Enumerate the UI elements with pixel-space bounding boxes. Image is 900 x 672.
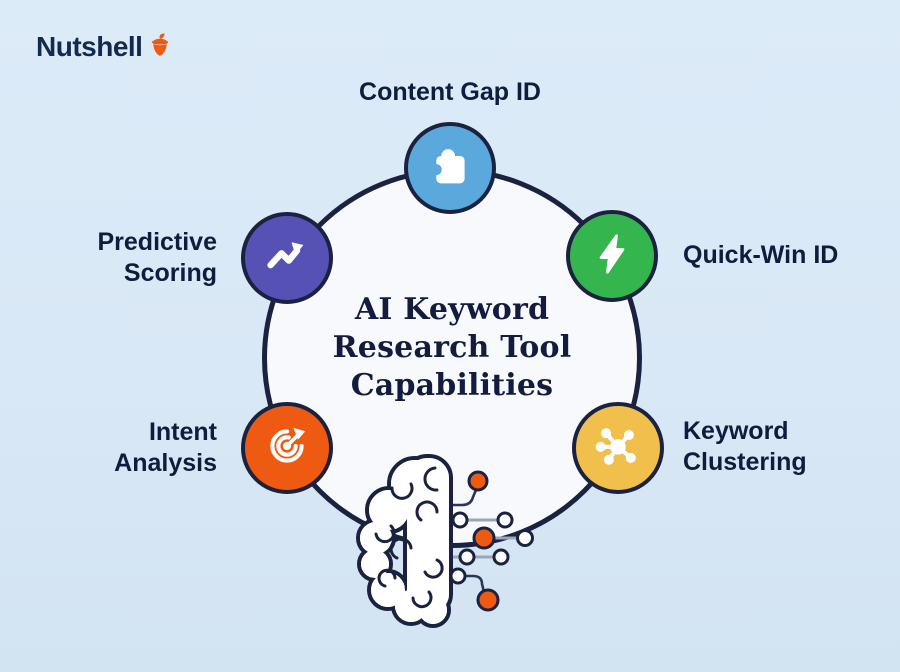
label-content-gap-id: Content Gap ID [359, 78, 541, 106]
brain-circuit-illustration [356, 454, 534, 628]
title-line-2: Research Tool [332, 330, 572, 365]
capability-node-intent-analysis [241, 402, 333, 494]
brand-logo: Nutshell [36, 30, 171, 63]
title-line-3: Capabilities [350, 368, 554, 403]
capability-node-predictive-scoring [241, 212, 333, 304]
label-predictive-scoring: Predictive Scoring [97, 228, 217, 287]
capability-node-keyword-clustering [572, 402, 664, 494]
circuit-node-accent [472, 526, 496, 550]
title-line-1: AI Keyword [354, 292, 550, 327]
label-keyword-clustering: Keyword Clustering [683, 417, 807, 476]
infographic-title: AI Keyword Research Tool Capabilities [292, 291, 612, 405]
cluster-network-icon [576, 404, 660, 493]
label-intent-analysis: Intent Analysis [114, 418, 217, 477]
trend-up-arrow-icon [245, 214, 329, 303]
capability-node-content-gap-id [404, 122, 496, 214]
circuit-node-accent [476, 588, 500, 612]
brand-wordmark: Nutshell [36, 30, 143, 62]
acorn-icon [142, 30, 171, 63]
capability-node-quick-win-id [566, 210, 658, 302]
target-dart-icon [245, 404, 329, 493]
puzzle-icon [408, 124, 492, 213]
label-quick-win-id: Quick-Win ID [683, 241, 839, 269]
lightning-bolt-icon [570, 212, 654, 301]
circuit-node-accent [467, 470, 489, 492]
